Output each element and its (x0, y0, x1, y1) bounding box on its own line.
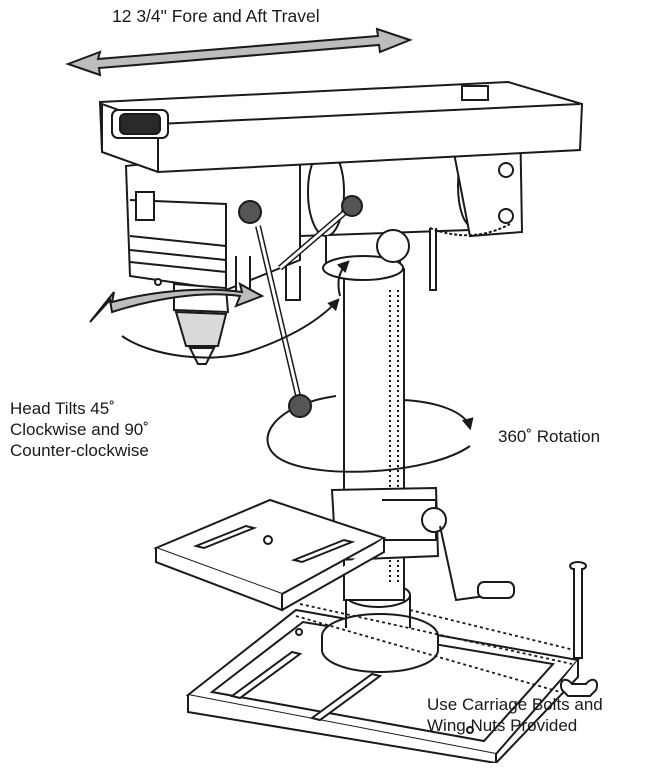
head-tilt-line-3: Counter-clockwise (10, 441, 149, 460)
base-slot-right (309, 672, 383, 722)
rotation-arrow (266, 395, 474, 473)
drill-press-base (185, 608, 580, 765)
table-slot-right (290, 538, 356, 564)
drill-head (98, 80, 584, 292)
head-tilt-arrow (89, 282, 265, 323)
tilt-arc-arrow (121, 260, 350, 359)
feed-handles (235, 195, 363, 418)
head-tilt-line-2: Clockwise and 90˚ (10, 420, 149, 439)
wing-nut (560, 678, 598, 697)
carriage-bolt (569, 561, 587, 659)
carriage-bolts-line-2: Wing Nuts Provided (427, 716, 578, 735)
fore-aft-travel-arrow (65, 27, 413, 77)
base-slot-left (229, 650, 303, 700)
table-slot-left (192, 524, 258, 550)
bolt-dotted-lines (295, 603, 575, 693)
head-tilt-label: Head Tilts 45˚ Clockwise and 90˚ Counter… (10, 398, 149, 461)
drill-table (153, 498, 387, 612)
fore-aft-travel-label: 12 3/4" Fore and Aft Travel (112, 6, 320, 26)
carriage-bolts-line-1: Use Carriage Bolts and (427, 695, 603, 714)
carriage-bolts-label: Use Carriage Bolts and Wing Nuts Provide… (427, 694, 603, 736)
head-tilt-line-1: Head Tilts 45˚ (10, 399, 115, 418)
rotation-label: 360˚ Rotation (498, 427, 601, 446)
